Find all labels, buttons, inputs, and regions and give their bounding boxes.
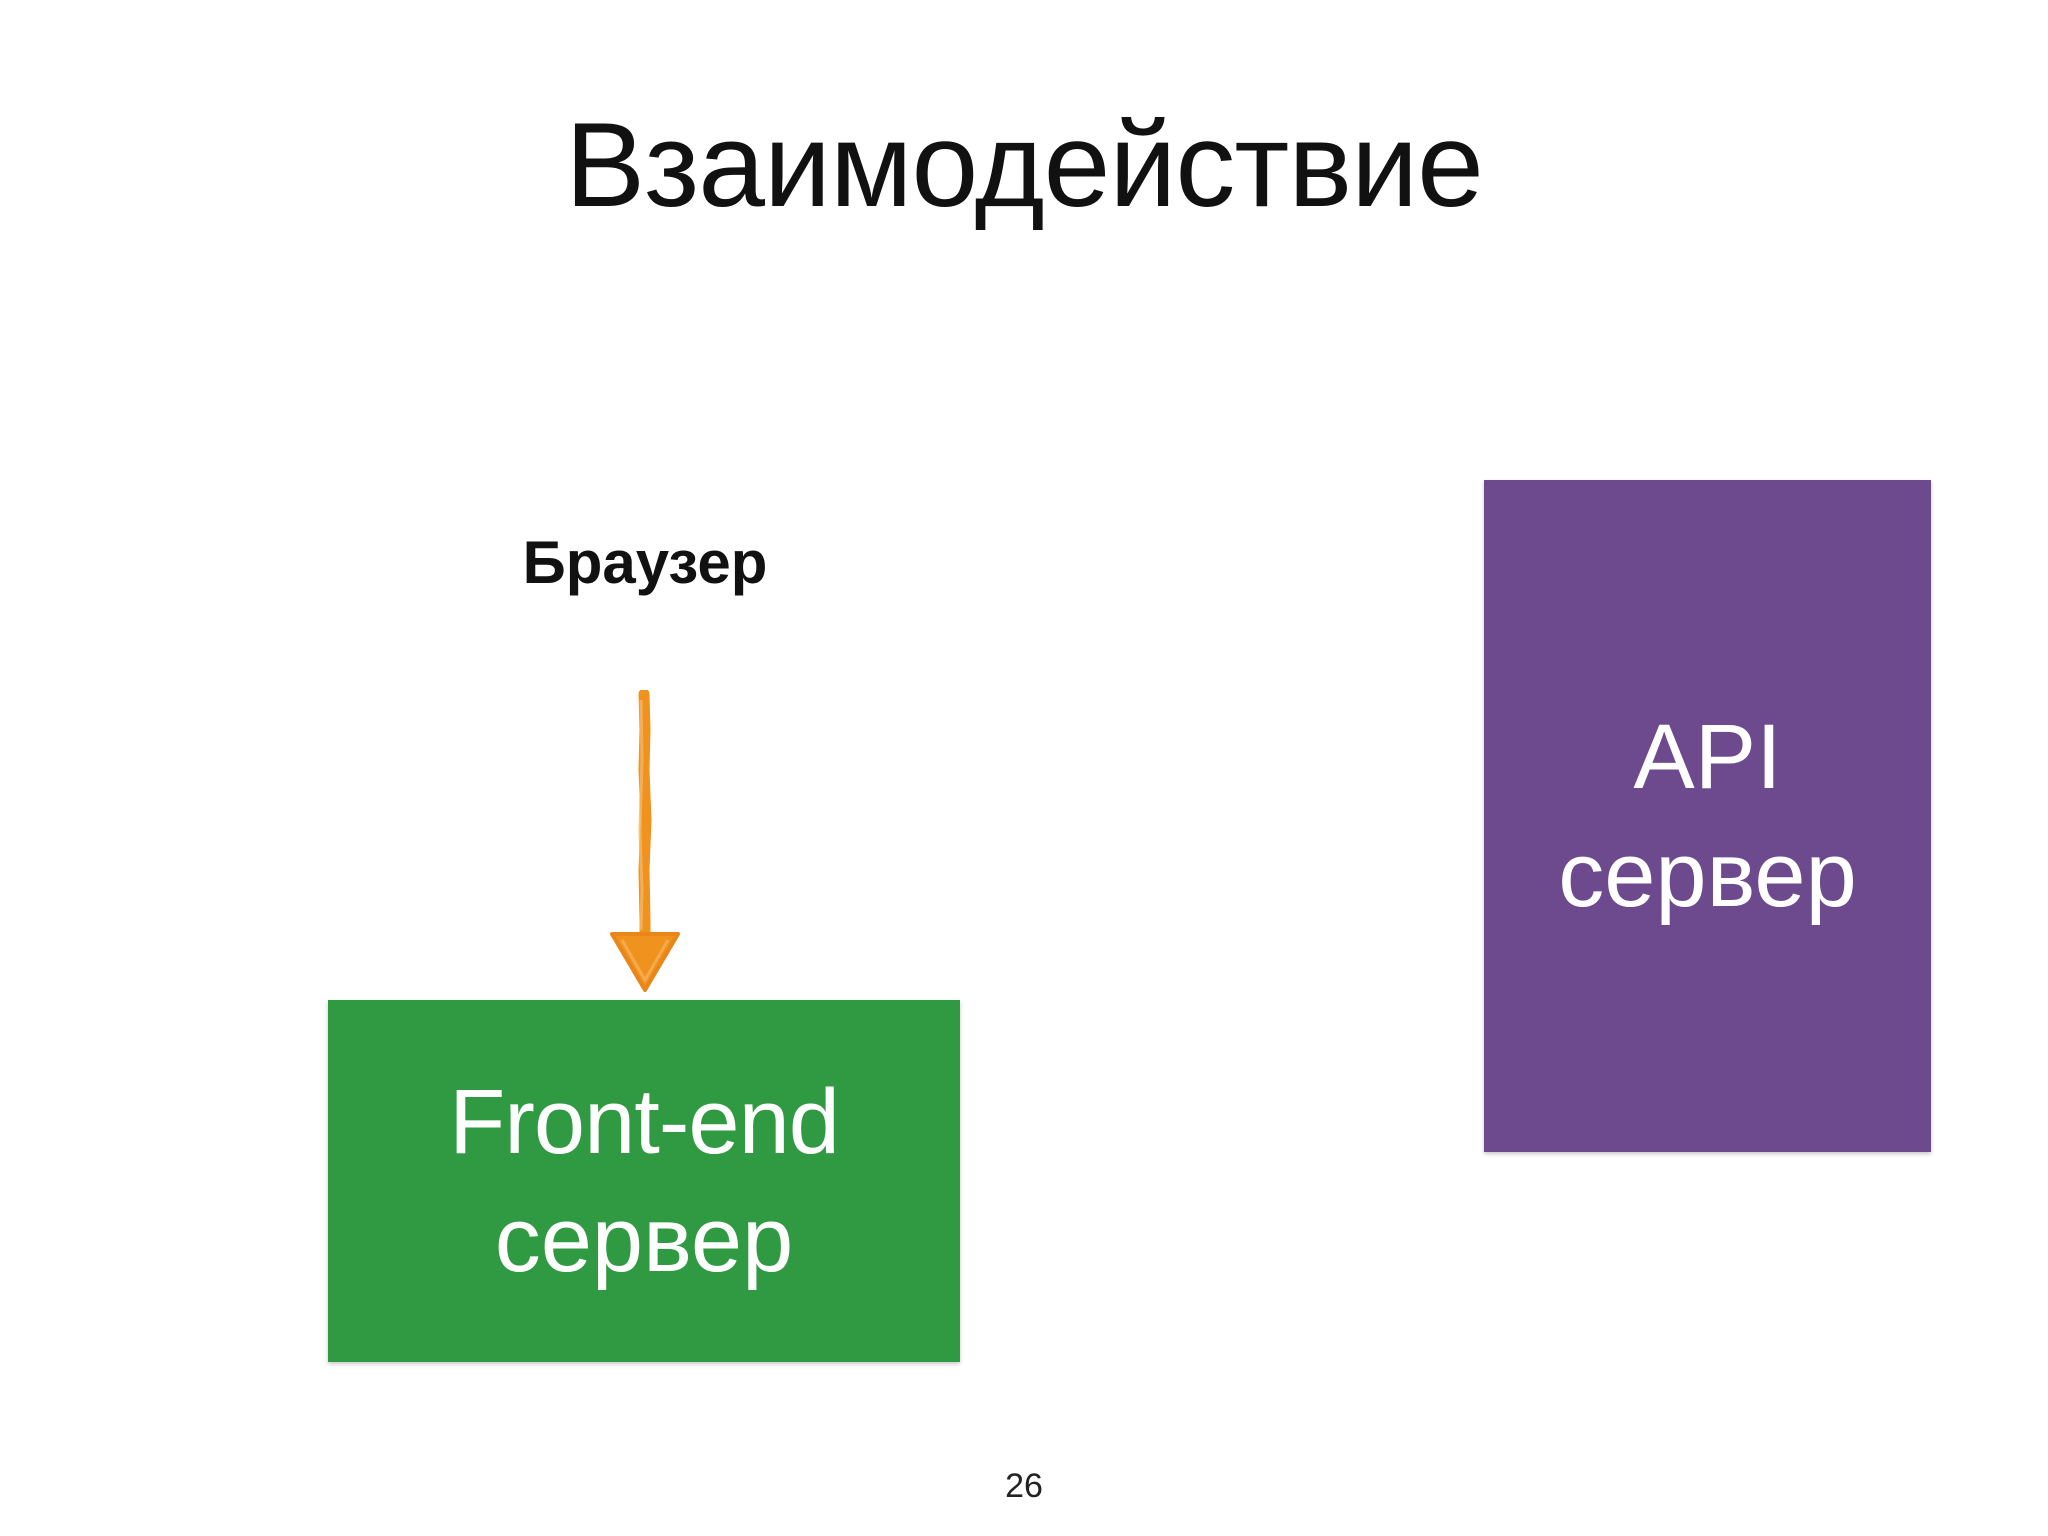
api-server-label-line2: сервер xyxy=(1558,824,1857,926)
frontend-server-label-line2: сервер xyxy=(494,1189,794,1291)
frontend-server-label-line1: Front-end xyxy=(449,1071,840,1173)
browser-label: Браузер xyxy=(522,529,768,596)
frontend-server-box: Front-end сервер xyxy=(328,1000,960,1362)
arrow-shaft-texture xyxy=(638,699,644,931)
api-server-label-line1: API xyxy=(1633,706,1782,808)
slide-title: Взаимодействие xyxy=(565,98,1484,232)
api-server-box: API сервер xyxy=(1484,480,1931,1152)
arrow-head-texture xyxy=(620,939,670,984)
arrow-head xyxy=(610,932,680,992)
arrow-shaft xyxy=(638,690,652,941)
page-number: 26 xyxy=(1005,1467,1043,1505)
browser-to-frontend-arrow xyxy=(610,690,680,992)
